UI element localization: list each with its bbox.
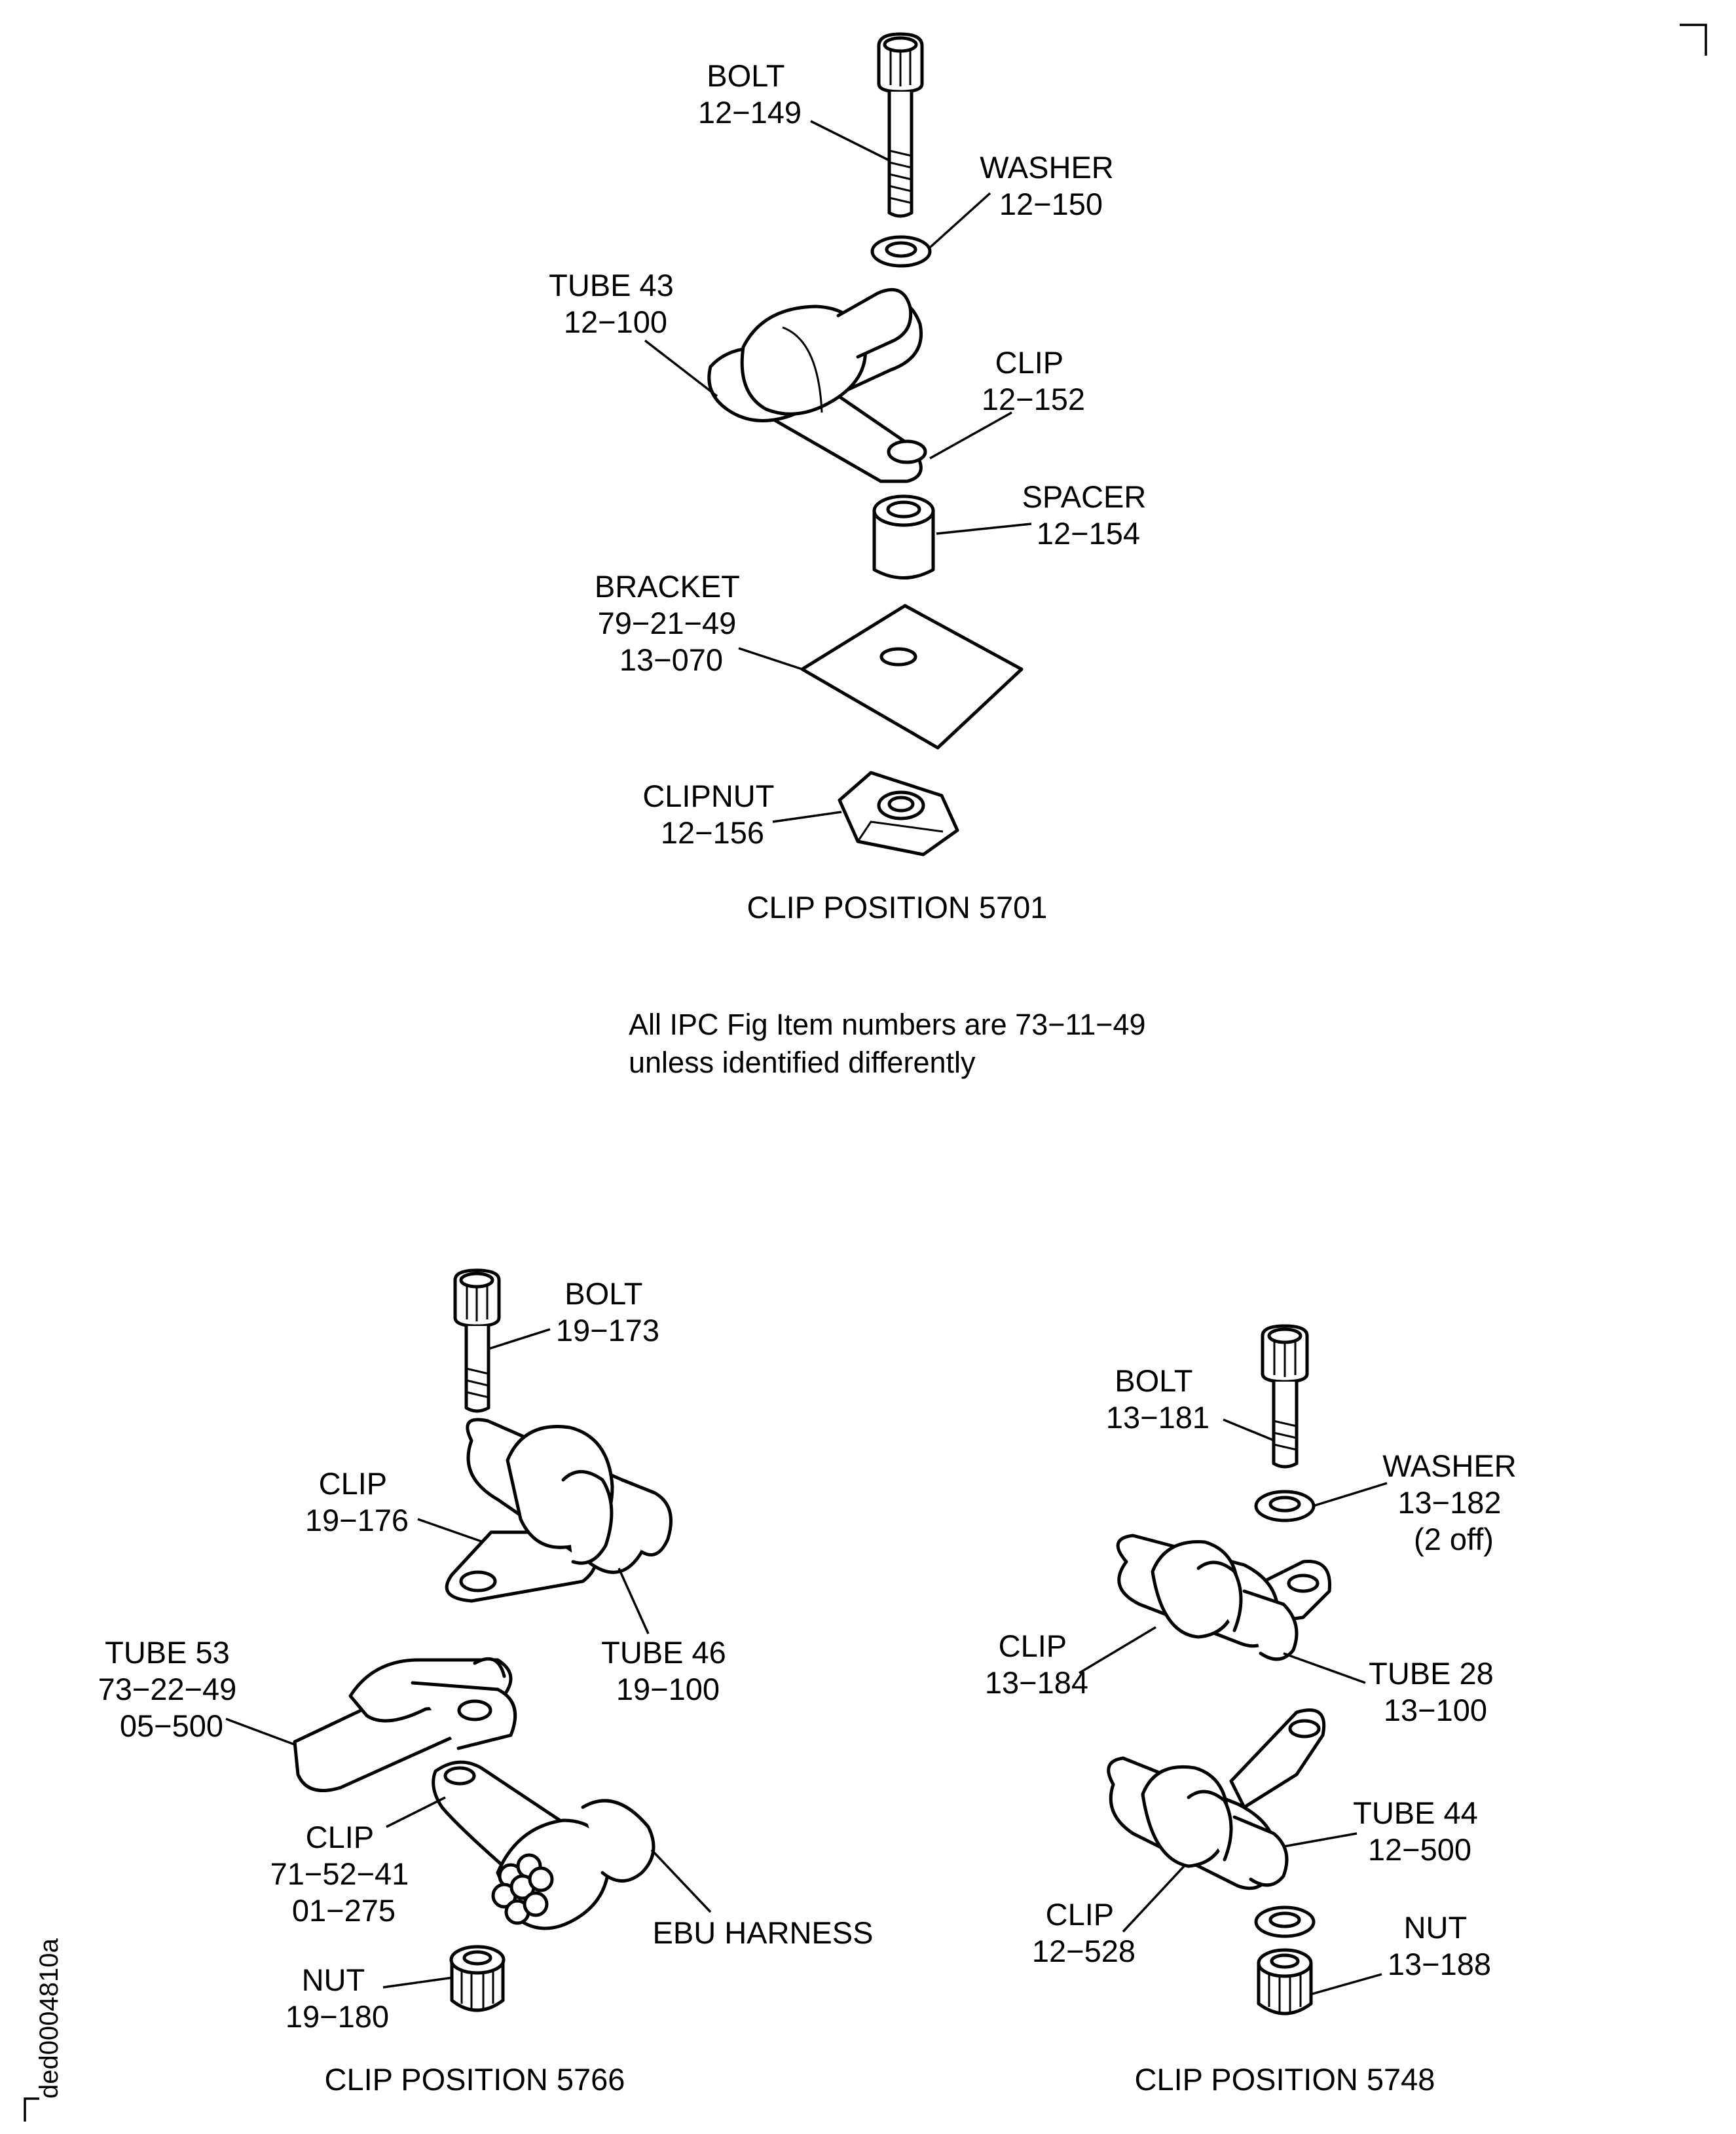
bracket-5701 <box>800 604 1024 750</box>
clip-harness-5766 <box>432 1760 656 1930</box>
caption-5701: CLIP POSITION 5701 <box>747 890 1048 925</box>
leader-bracket-5701 <box>738 647 803 671</box>
corner-mark-top-right <box>1680 24 1707 56</box>
label-nut-5748: NUT 13−188 <box>1388 1910 1491 1981</box>
clip-tube-5701 <box>707 287 927 483</box>
nut-5748 <box>1257 1948 1313 2015</box>
label-clipnut-5701: CLIPNUT 12−156 <box>642 779 782 850</box>
bolt-5766 <box>453 1268 501 1413</box>
label-bolt-5766: BOLT 19−173 <box>556 1276 659 1348</box>
leader-tube44-5748 <box>1283 1832 1357 1848</box>
leader-clip2-5766 <box>386 1796 446 1828</box>
nut-5766 <box>449 1945 506 2012</box>
label-bracket-5701: BRACKET 79−21−49 13−070 <box>595 569 748 677</box>
leader-tube28-5748 <box>1283 1652 1366 1684</box>
label-nut-5766: NUT 19−180 <box>286 1962 389 2034</box>
leader-washer-5701 <box>929 192 991 249</box>
clip-tube46-5766 <box>445 1418 673 1603</box>
caption-5766: CLIP POSITION 5766 <box>325 2062 625 2097</box>
washer-top-5748 <box>1254 1490 1316 1522</box>
leader-bolt-5701 <box>810 120 890 162</box>
leader-washer-5748 <box>1312 1482 1388 1507</box>
leader-harness-5766 <box>650 1849 712 1913</box>
label-clip-5701: CLIP 12−152 <box>982 345 1085 416</box>
label-harness-5766: EBU HARNESS <box>653 1915 874 1950</box>
corner-mark-bottom-left <box>24 2097 39 2122</box>
leader-tube46-5766 <box>618 1568 650 1634</box>
label-bolt-5701: BOLT 12−149 <box>698 58 802 130</box>
leader-tube53-5766 <box>225 1718 297 1746</box>
label-clip2-5748: CLIP 12−528 <box>1032 1897 1136 1968</box>
label-tube28-5748: TUBE 28 13−100 <box>1369 1656 1502 1727</box>
label-clip1-5766: CLIP 19−176 <box>305 1466 409 1537</box>
leader-clip1-5766 <box>417 1518 484 1543</box>
caption-5748: CLIP POSITION 5748 <box>1135 2062 1435 2097</box>
leader-bolt-5766 <box>488 1328 551 1350</box>
clip-position-5701: BOLT 12−149 WASHER 12−150 TUBE 43 12−100… <box>549 32 1155 925</box>
document-id: ded0004810a <box>35 1938 64 2099</box>
clip-tube28-5748 <box>1116 1534 1331 1661</box>
leader-nut-5748 <box>1312 1973 1382 1995</box>
label-clip2-5766: CLIP 71−52−41 01−275 <box>270 1820 418 1928</box>
leader-nut-5766 <box>382 1976 454 1989</box>
leader-tube-5701 <box>644 339 718 397</box>
clipnut-5701 <box>838 771 959 856</box>
leader-clipnut-5701 <box>772 811 842 823</box>
spacer-5701 <box>872 494 935 579</box>
leader-clip2-5748 <box>1122 1864 1187 1933</box>
label-washer-5701: WASHER 12−150 <box>980 150 1122 221</box>
clip-position-5766: BOLT 19−173 CLIP 19−176 TUBE 46 19−100 T… <box>98 1268 874 2097</box>
label-bolt-5748: BOLT 13−181 <box>1106 1363 1210 1435</box>
clip-tube44-5748 <box>1107 1708 1326 1890</box>
leader-clip-5701 <box>929 411 1012 460</box>
leader-spacer-5701 <box>936 523 1032 535</box>
washer-5701 <box>870 235 932 268</box>
leader-bolt-5748 <box>1223 1418 1275 1442</box>
harness-wires <box>491 1853 554 1925</box>
bolt-5748 <box>1261 1324 1309 1469</box>
leader-clip1-5748 <box>1079 1626 1156 1674</box>
tube53-clip-5766 <box>293 1657 517 1792</box>
label-tube44-5748: TUBE 44 12−500 <box>1353 1795 1487 1867</box>
label-tube46-5766: TUBE 46 19−100 <box>601 1635 735 1706</box>
label-tube-5701: TUBE 43 12−100 <box>549 268 682 339</box>
label-washer-5748: WASHER 13−182 (2 off) <box>1382 1448 1525 1556</box>
label-spacer-5701: SPACER 12−154 <box>1022 479 1155 551</box>
ipc-note: All IPC Fig Item numbers are 73−11−49 un… <box>629 1008 1154 1079</box>
label-tube53-5766: TUBE 53 73−22−49 05−500 <box>98 1635 246 1743</box>
washer-bottom-5748 <box>1254 1905 1316 1938</box>
bolt-5701 <box>877 32 924 218</box>
clip-position-5748: BOLT 13−181 WASHER 13−182 (2 off) CLIP 1… <box>985 1324 1525 2097</box>
label-clip1-5748: CLIP 13−184 <box>985 1628 1088 1700</box>
